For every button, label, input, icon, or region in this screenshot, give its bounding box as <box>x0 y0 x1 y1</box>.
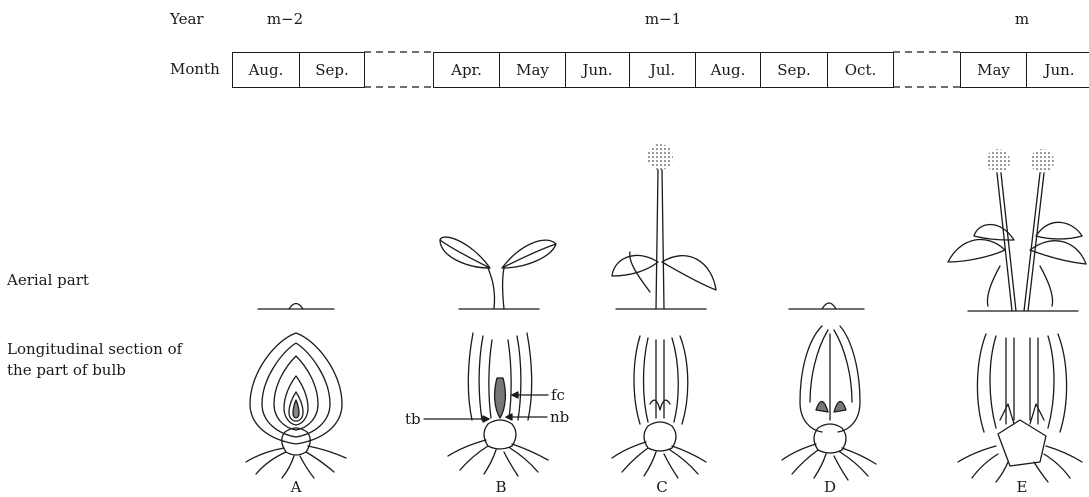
stage-b-section <box>424 333 548 476</box>
stage-b-aerial <box>440 237 556 309</box>
nb-annotation: nb <box>550 408 569 426</box>
stage-e-section <box>958 334 1082 482</box>
stage-d-section <box>782 326 876 480</box>
stage-c-section <box>612 336 706 478</box>
stage-b-label: B <box>495 478 506 496</box>
stage-a-section <box>246 333 346 478</box>
tb-annotation: tb <box>405 410 421 428</box>
stage-c-aerial <box>612 144 716 309</box>
stage-a-label: A <box>290 478 302 496</box>
fc-annotation: fc <box>551 386 565 404</box>
stage-c-label: C <box>656 478 667 496</box>
month-gap-dashes <box>364 52 960 87</box>
stage-d-label: D <box>824 478 836 496</box>
stage-a-aerial <box>258 304 334 310</box>
stage-e-aerial <box>948 149 1086 311</box>
stage-e-label: E <box>1017 478 1028 496</box>
stage-d-aerial <box>789 303 864 309</box>
